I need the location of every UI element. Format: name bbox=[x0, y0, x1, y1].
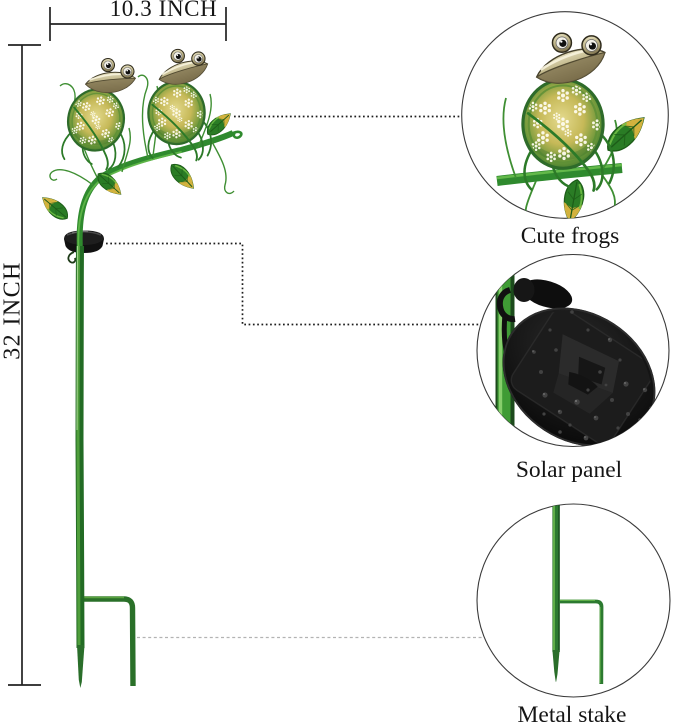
svg-text:10.3 INCH: 10.3 INCH bbox=[110, 0, 218, 21]
svg-text:Metal stake: Metal stake bbox=[518, 702, 627, 724]
svg-text:Solar panel: Solar panel bbox=[516, 457, 623, 483]
svg-text:32 INCH: 32 INCH bbox=[0, 261, 25, 359]
svg-text:Cute frogs: Cute frogs bbox=[521, 223, 620, 249]
